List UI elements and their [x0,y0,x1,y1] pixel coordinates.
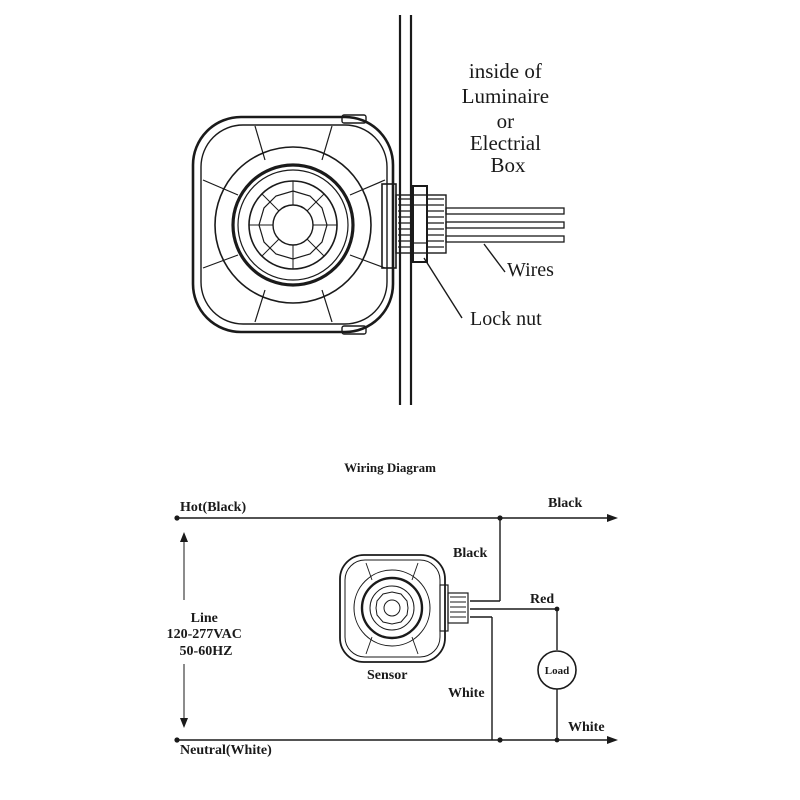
location-label: inside of Luminaire or Electrial Box [462,59,555,177]
red-lead-label: Red [530,592,554,607]
black-output-label: Black [548,496,582,511]
line-voltage-arrow [180,532,188,728]
black-lead-label: Black [453,546,487,561]
wires-label: Wires [507,259,554,281]
neutral-label: Neutral(White) [180,743,272,758]
lock-nut-label: Lock nut [470,308,542,330]
white-lead-wire [470,616,493,740]
panel-wall [398,15,413,405]
lock-nut-leader-line [423,257,463,319]
wires-leader-line [483,243,506,273]
hot-line [174,514,618,522]
load-label: Load [545,665,569,677]
mount-figure: inside of Luminaire or Electrial Box Wir… [191,15,565,405]
sensor-symbol [339,554,469,663]
wiring-diagram: Wiring Diagram [167,460,618,758]
white-lead-label: White [448,686,485,701]
load-symbol [537,650,577,743]
lock-nut-assembly [395,185,447,263]
neutral-line [174,736,618,744]
sensor-label: Sensor [367,668,407,683]
hot-label: Hot(Black) [180,500,246,515]
white-output-label: White [568,720,605,735]
pir-lens [248,180,338,270]
red-lead-wire [470,606,560,650]
black-lead-wire [470,518,501,602]
diagram-title: Wiring Diagram [344,460,436,475]
line-voltage-label: Line 120-277VAC 50-60HZ [167,611,246,659]
wire-bundle [445,207,565,243]
sensor-housing [191,114,397,335]
